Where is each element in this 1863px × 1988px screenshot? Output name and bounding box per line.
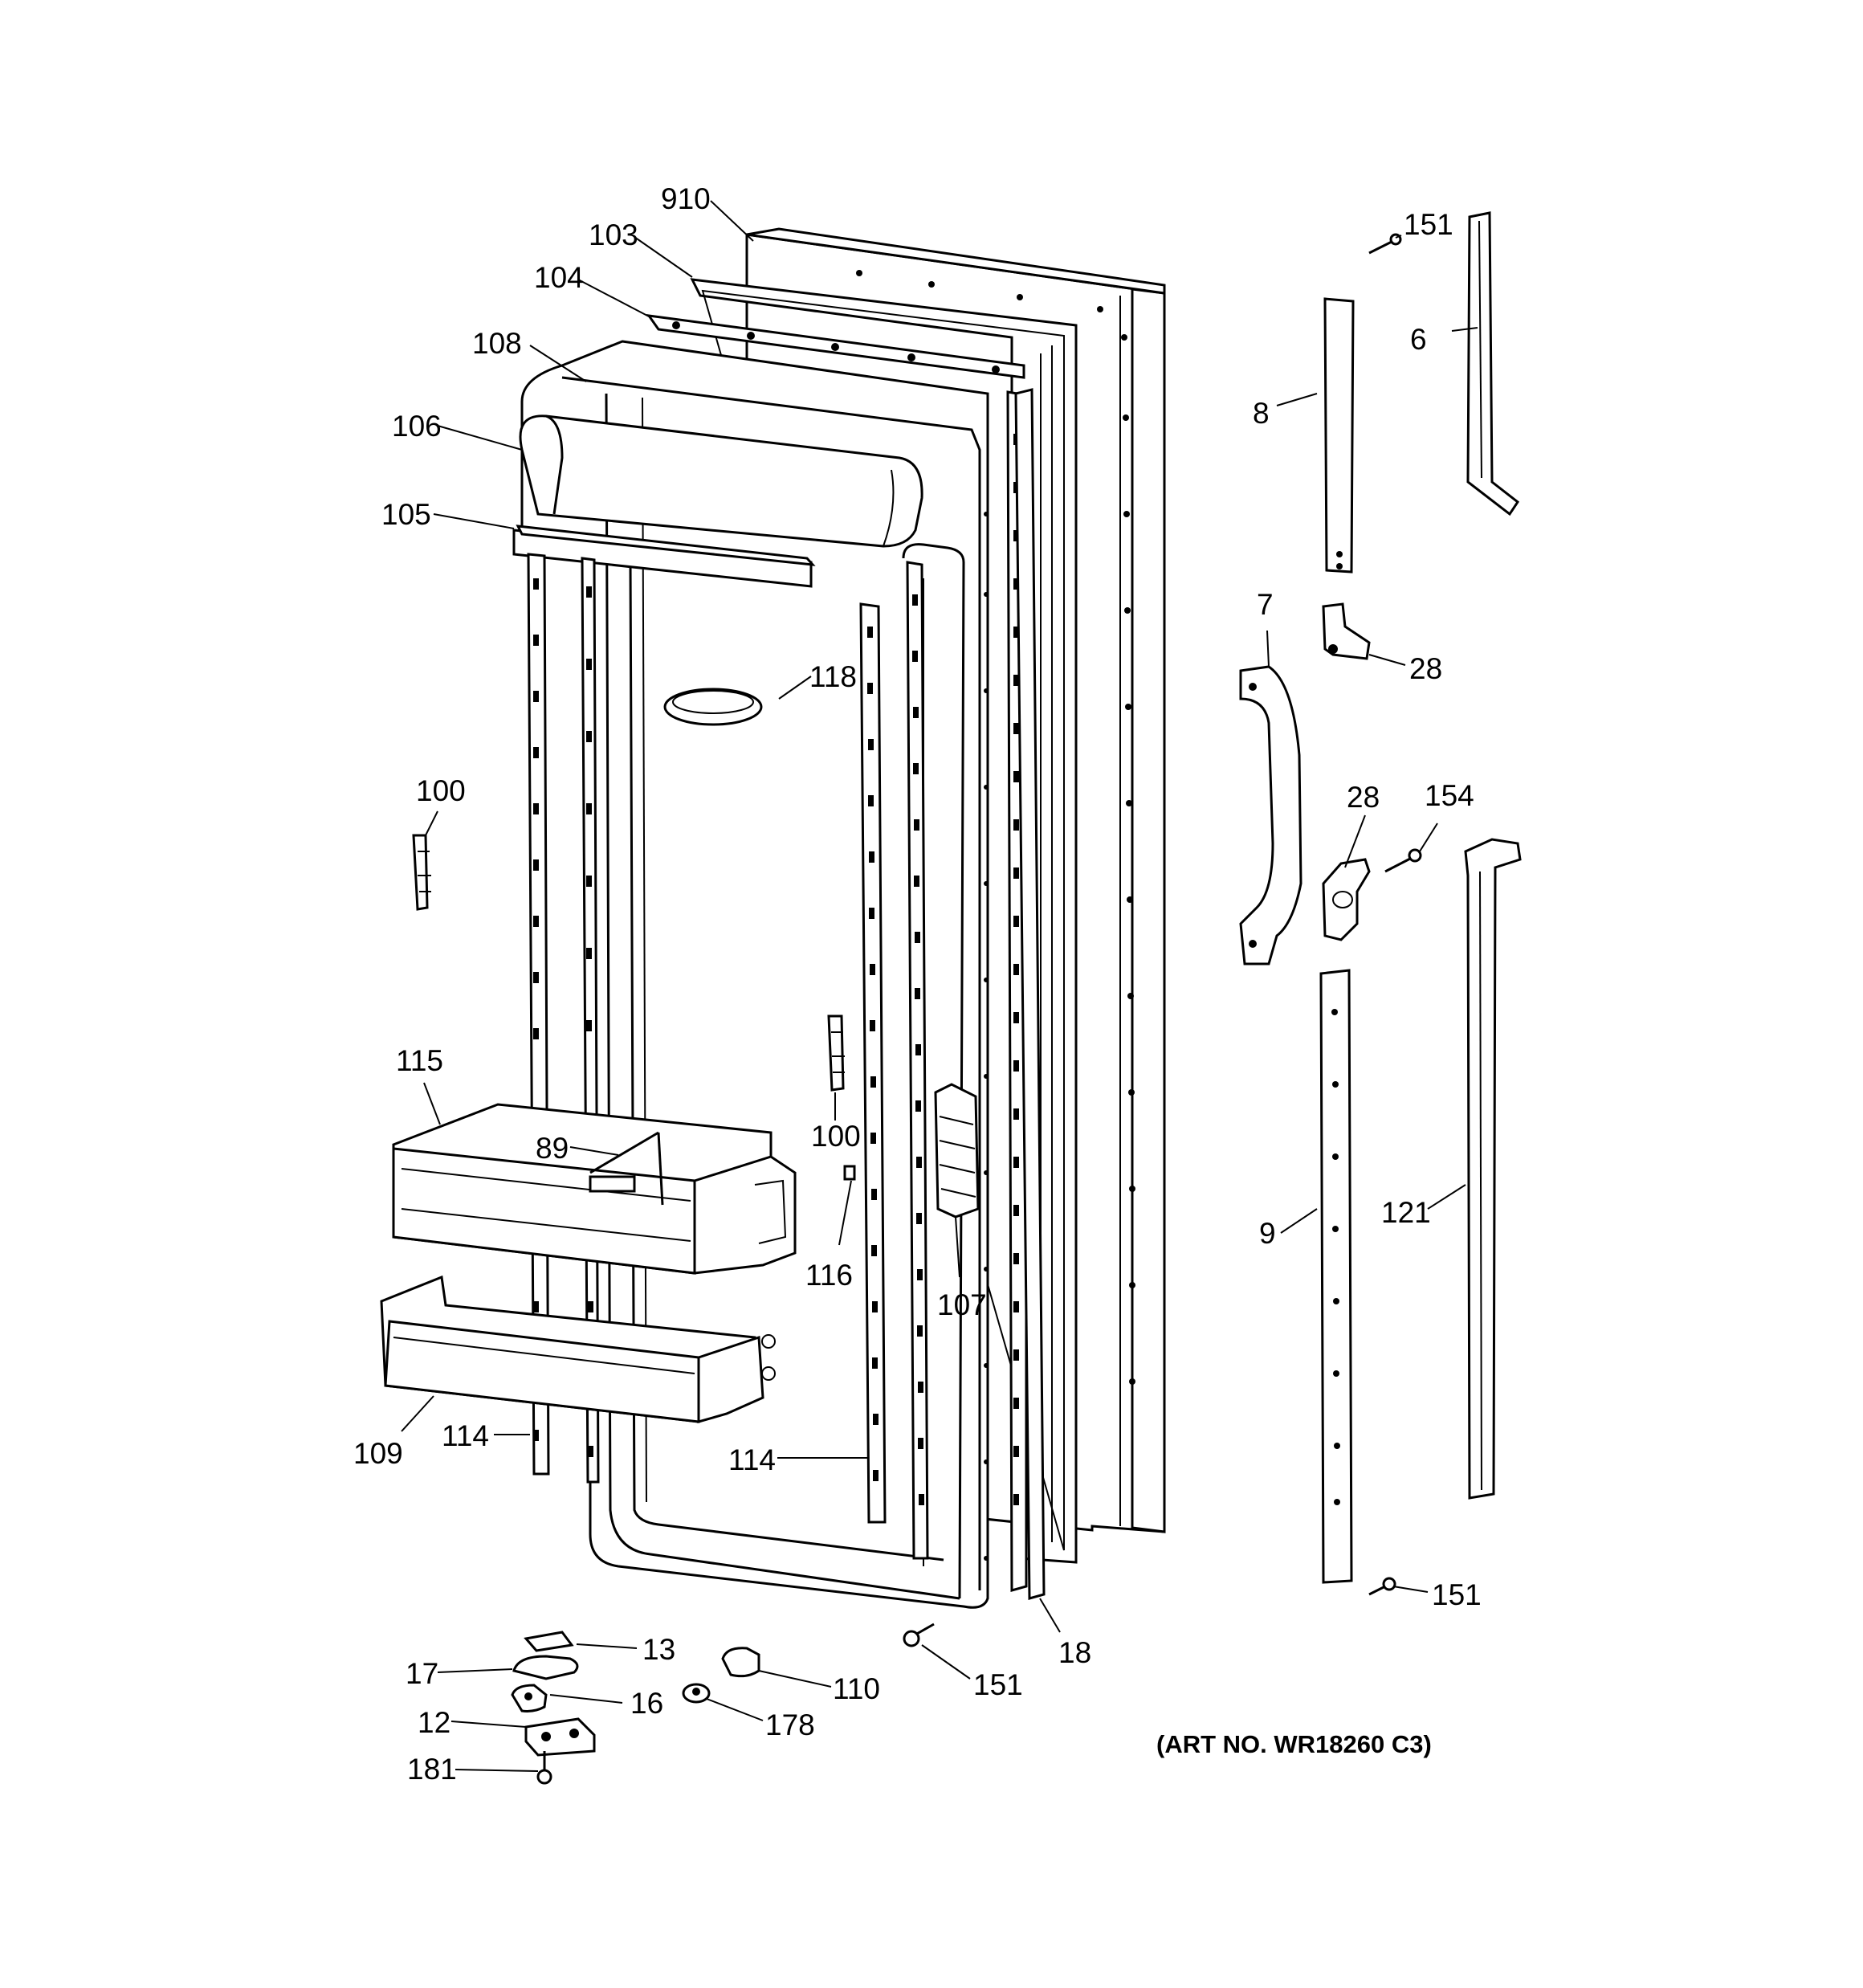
- callout-28-lower: 28: [1347, 781, 1380, 814]
- callout-104: 104: [534, 261, 584, 294]
- callout-106: 106: [392, 410, 442, 443]
- shelf-support-clip-right: [827, 1014, 845, 1092]
- callout-103: 103: [589, 218, 638, 251]
- callout-151-bottom: 151: [1432, 1578, 1482, 1611]
- trim-bar-9: [1319, 969, 1353, 1584]
- callout-labels: 910 103 104 108 106 105 118 100 115 89 1…: [353, 182, 1482, 1786]
- callout-118: 118: [809, 660, 857, 693]
- dairy-retainer-bar: [512, 525, 816, 588]
- screw-154: [1384, 848, 1422, 873]
- hinge-block-28-top: [1322, 602, 1371, 660]
- leader-lines: [401, 200, 1478, 1772]
- door-shelf-109: [380, 1275, 776, 1423]
- callout-181: 181: [407, 1753, 457, 1786]
- callout-13: 13: [642, 1633, 675, 1666]
- callout-151-top: 151: [1404, 208, 1453, 241]
- small-clip-116: [843, 1165, 856, 1181]
- callout-89: 89: [536, 1132, 569, 1165]
- callout-109: 109: [353, 1437, 403, 1470]
- right-shelf-track: [859, 602, 887, 1524]
- callout-116: 116: [805, 1259, 853, 1292]
- callout-114-right: 114: [728, 1443, 776, 1476]
- callout-17: 17: [406, 1657, 438, 1690]
- callout-121: 121: [1381, 1196, 1431, 1229]
- callout-100-right: 100: [811, 1120, 861, 1153]
- callout-114-left: 114: [442, 1419, 489, 1452]
- screw-151-top: [1368, 233, 1402, 255]
- callout-18: 18: [1058, 1636, 1091, 1669]
- callout-110: 110: [833, 1672, 880, 1705]
- door-strip-18: [1014, 388, 1046, 1600]
- door-handle-7: [1239, 665, 1302, 965]
- dairy-compartment-cover: [519, 414, 923, 548]
- callout-105: 105: [381, 498, 431, 531]
- insulation-strip-107: [934, 1083, 980, 1219]
- hinge-bracket-12: [524, 1717, 596, 1757]
- trim-strip-121: [1464, 838, 1522, 1500]
- callout-154: 154: [1425, 779, 1474, 812]
- callout-7: 7: [1257, 588, 1274, 621]
- cap-110: [721, 1647, 760, 1678]
- oval-vent-118: [663, 688, 763, 726]
- callout-12: 12: [418, 1706, 450, 1739]
- shelf-support-clip-left: [412, 834, 431, 911]
- hinge-bushing-16: [511, 1684, 548, 1712]
- callout-178: 178: [765, 1708, 815, 1741]
- door-shelf-bin-115: [392, 1103, 797, 1275]
- callout-28-top: 28: [1409, 652, 1442, 685]
- top-bracket-strip: [646, 314, 1025, 379]
- trim-bar-8: [1323, 297, 1355, 574]
- callout-115: 115: [396, 1044, 443, 1077]
- right-inner-track: [906, 561, 929, 1560]
- screw-181: [536, 1751, 552, 1785]
- screw-151-hinge: [903, 1623, 935, 1647]
- callout-107: 107: [937, 1288, 987, 1321]
- callout-8: 8: [1253, 397, 1270, 430]
- callout-6: 6: [1410, 323, 1427, 356]
- art-number-label: (ART NO. WR18260 C3): [1156, 1730, 1432, 1758]
- callout-910: 910: [661, 182, 711, 215]
- hinge-block-28-lower: [1322, 858, 1371, 941]
- callout-100-left: 100: [416, 774, 466, 807]
- hinge-washer-17: [512, 1655, 579, 1680]
- callout-16: 16: [630, 1687, 663, 1720]
- hinge-shim-13: [524, 1631, 574, 1652]
- callout-108: 108: [472, 327, 522, 360]
- callout-9: 9: [1259, 1217, 1276, 1250]
- plug-178: [682, 1683, 711, 1704]
- screw-151-bottom: [1368, 1577, 1396, 1596]
- trim-strip-6: [1466, 211, 1520, 516]
- callout-151-hinge: 151: [973, 1668, 1023, 1701]
